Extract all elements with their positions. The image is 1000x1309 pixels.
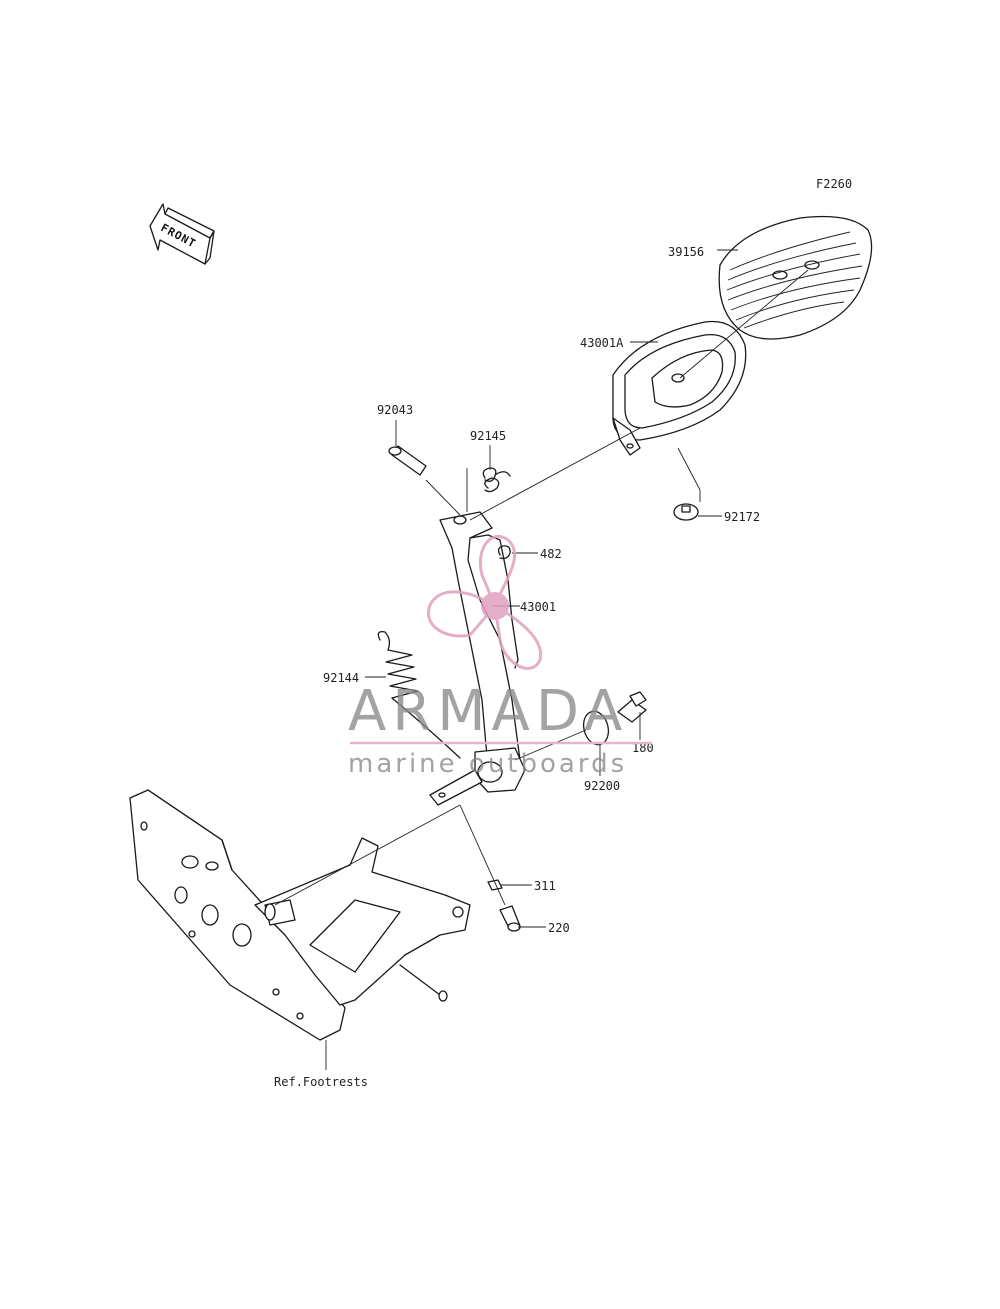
bolt-92172: [673, 503, 699, 521]
label-43001a: 43001A: [580, 336, 624, 350]
screw-220: [499, 905, 521, 932]
pedal-pad-rubber: [718, 215, 873, 340]
collar-311: [487, 879, 503, 891]
watermark-brand: ARMADA: [348, 679, 628, 744]
watermark-tagline: marine outboards: [348, 749, 627, 779]
label-39156: 39156: [668, 245, 704, 259]
label-180: 180: [632, 741, 654, 755]
propeller-logo-icon: [426, 534, 543, 670]
leader-lines: [274, 249, 809, 1070]
spring-small: [482, 467, 511, 493]
label-92144: 92144: [323, 671, 359, 685]
label-92172: 92172: [724, 510, 760, 524]
footrest-bracket: [129, 789, 471, 1041]
label-220: 220: [548, 921, 570, 935]
clip-482: [497, 545, 511, 560]
label-311: 311: [534, 879, 556, 893]
watermark: ARMADA marine outboards: [348, 534, 652, 779]
return-spring: [377, 631, 461, 759]
label-92200: 92200: [584, 779, 620, 793]
label-92145: 92145: [470, 429, 506, 443]
figure-code: F2260: [816, 177, 852, 191]
pedal-plate: [612, 320, 747, 456]
front-arrow-icon: FRONT: [149, 203, 215, 265]
pin: [388, 445, 427, 476]
bolt-180: [617, 691, 647, 723]
label-ref-footrests: Ref.Footrests: [274, 1075, 368, 1089]
label-92043: 92043: [377, 403, 413, 417]
label-482: 482: [540, 547, 562, 561]
label-43001: 43001: [520, 600, 556, 614]
